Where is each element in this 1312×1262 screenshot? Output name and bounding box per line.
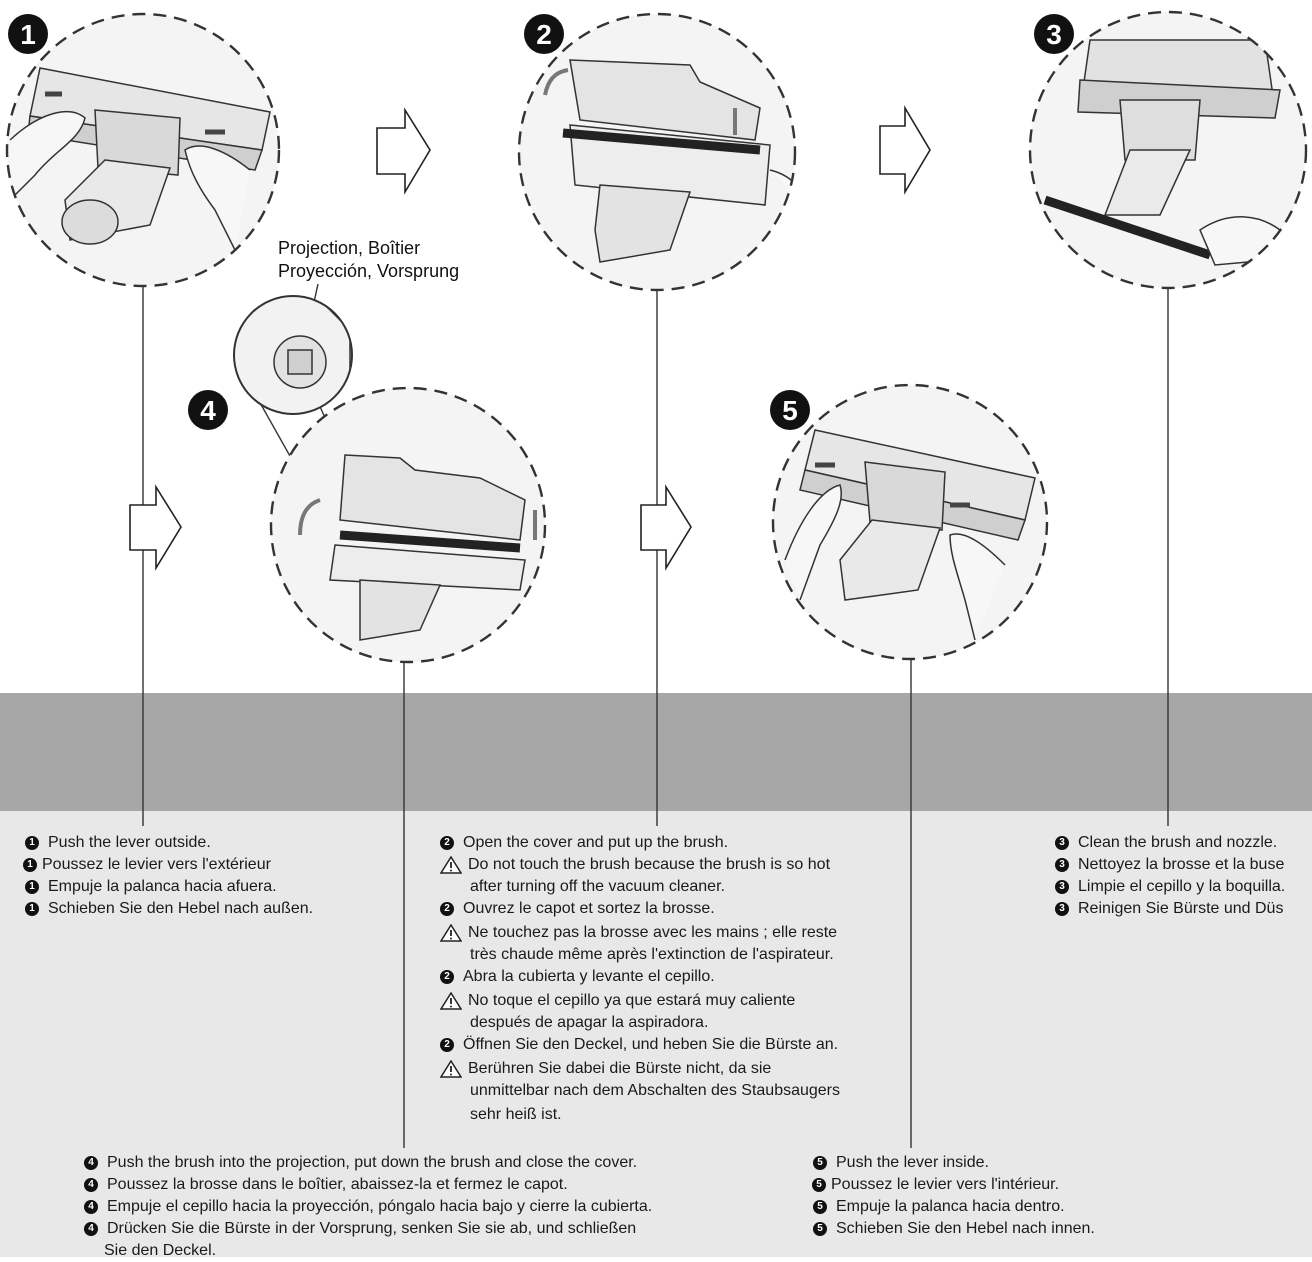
step2-fr-warning-1: Ne touchez pas la brosse avec les mains … bbox=[468, 924, 838, 941]
step2-es: Abra la cubierta y levante el cepillo. bbox=[463, 968, 715, 985]
step-badge-3: 3 bbox=[1046, 19, 1062, 50]
step3-illustration bbox=[1028, 10, 1308, 290]
step2-de-warning-2: unmittelbar nach dem Abschalten des Stau… bbox=[470, 1082, 841, 1099]
step3-fr: Nettoyez la brosse et la buse bbox=[1078, 856, 1285, 873]
step2-en-warning-1: Do not touch the brush because the brush… bbox=[468, 856, 831, 873]
step1-es: Empuje la palanca hacia afuera. bbox=[48, 878, 277, 895]
step-badges: 1 2 3 4 5 bbox=[8, 14, 1074, 430]
step1-de: Schieben Sie den Hebel nach außen. bbox=[48, 900, 314, 917]
step5-illustration bbox=[771, 383, 1049, 661]
header-band bbox=[0, 693, 1312, 811]
step3-es: Limpie el cepillo y la boquilla. bbox=[1078, 878, 1286, 895]
arrow-right-icon bbox=[640, 484, 692, 571]
step3-en: Clean the brush and nozzle. bbox=[1078, 834, 1278, 851]
step2-de-warning-1: Berühren Sie dabei die Bürste nicht, da … bbox=[468, 1060, 772, 1077]
zoom-inset bbox=[233, 295, 353, 415]
step3-de: Reinigen Sie Bürste und Düs bbox=[1078, 900, 1284, 917]
step2-illustration bbox=[517, 12, 797, 292]
step1-en: Push the lever outside. bbox=[48, 834, 211, 851]
step4-fr: Poussez la brosse dans le boîtier, abais… bbox=[107, 1176, 568, 1193]
step4-de: Drücken Sie die Bürste in der Vorsprung,… bbox=[107, 1220, 637, 1237]
callout-line-2: Proyección, Vorsprung bbox=[278, 261, 460, 281]
step2-en-warning-2: after turning off the vacuum cleaner. bbox=[470, 878, 725, 895]
step1-illustration bbox=[5, 12, 281, 288]
arrow-right-icon bbox=[376, 107, 431, 195]
warning-icon bbox=[440, 992, 462, 1010]
step2-fr-warning-2: très chaude même après l'extinction de l… bbox=[470, 946, 834, 963]
step2-es-warning-1: No toque el cepillo ya que estará muy ca… bbox=[468, 992, 796, 1009]
step-badge-4: 4 bbox=[200, 395, 216, 426]
step4-en: Push the brush into the projection, put … bbox=[107, 1154, 638, 1171]
step2-de-warning-3: sehr heiß ist. bbox=[470, 1106, 562, 1123]
step5-en: Push the lever inside. bbox=[836, 1154, 989, 1171]
step-badge-5: 5 bbox=[782, 395, 798, 426]
step-badge-2: 2 bbox=[536, 19, 552, 50]
step4-es: Empuje el cepillo hacia la proyección, p… bbox=[107, 1198, 653, 1215]
step4-de-cont: Sie den Deckel. bbox=[104, 1242, 217, 1259]
step2-de: Öffnen Sie den Deckel, und heben Sie die… bbox=[463, 1036, 839, 1053]
warning-icon bbox=[440, 924, 462, 942]
warning-icon bbox=[440, 856, 462, 874]
instructions-panel bbox=[0, 811, 1312, 1257]
callout-line-1: Projection, Boîtier bbox=[278, 238, 421, 258]
step1-fr: Poussez le levier vers l'extérieur bbox=[42, 856, 271, 873]
step-badge-1: 1 bbox=[20, 19, 36, 50]
arrow-right-icon bbox=[879, 105, 931, 195]
step5-es: Empuje la palanca hacia dentro. bbox=[836, 1198, 1065, 1215]
step2-es-warning-2: después de apagar la aspiradora. bbox=[470, 1014, 709, 1031]
flow-arrows bbox=[129, 105, 931, 571]
warning-icon bbox=[440, 1060, 462, 1078]
step2-fr: Ouvrez le capot et sortez la brosse. bbox=[463, 900, 715, 917]
arrow-right-icon bbox=[129, 484, 182, 571]
step4-illustration bbox=[269, 386, 547, 664]
step5-fr: Poussez le levier vers l'intérieur. bbox=[831, 1176, 1060, 1193]
step5-de: Schieben Sie den Hebel nach innen. bbox=[836, 1220, 1095, 1237]
projection-callout: Projection, Boîtier Proyección, Vorsprun… bbox=[278, 237, 459, 283]
step2-en: Open the cover and put up the brush. bbox=[463, 834, 729, 851]
